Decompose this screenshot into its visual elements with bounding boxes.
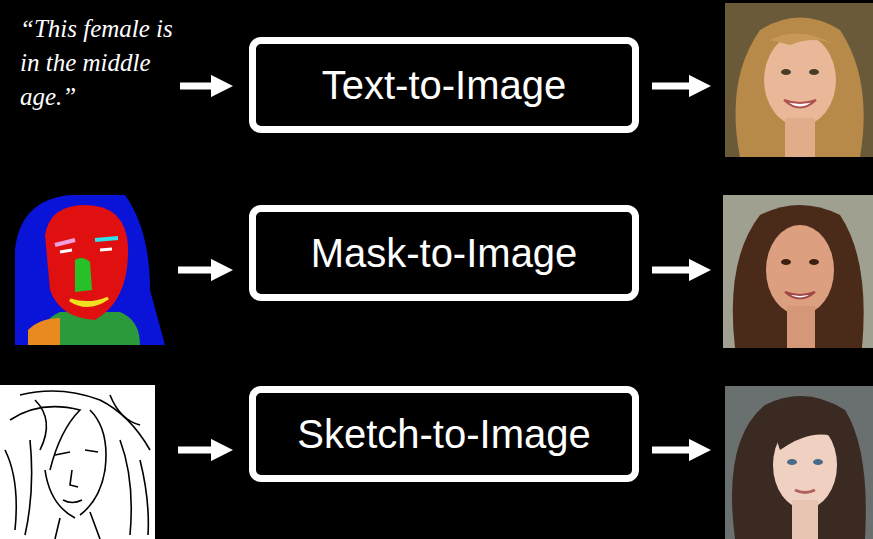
box-title: Text-to-Image <box>322 63 567 108</box>
process-box: Sketch-to-Image <box>249 386 639 482</box>
sketch-drawing <box>0 385 155 539</box>
generated-face-photo <box>725 3 873 157</box>
segmentation-mask <box>15 195 165 345</box>
generated-face-photo <box>725 386 873 539</box>
text-prompt: “This female is in the middle age.” <box>20 12 188 114</box>
process-box: Text-to-Image <box>249 37 639 133</box>
generated-face-photo <box>723 195 873 348</box>
box-title: Sketch-to-Image <box>297 412 590 457</box>
box-title: Mask-to-Image <box>311 231 578 276</box>
process-box: Mask-to-Image <box>249 205 639 301</box>
